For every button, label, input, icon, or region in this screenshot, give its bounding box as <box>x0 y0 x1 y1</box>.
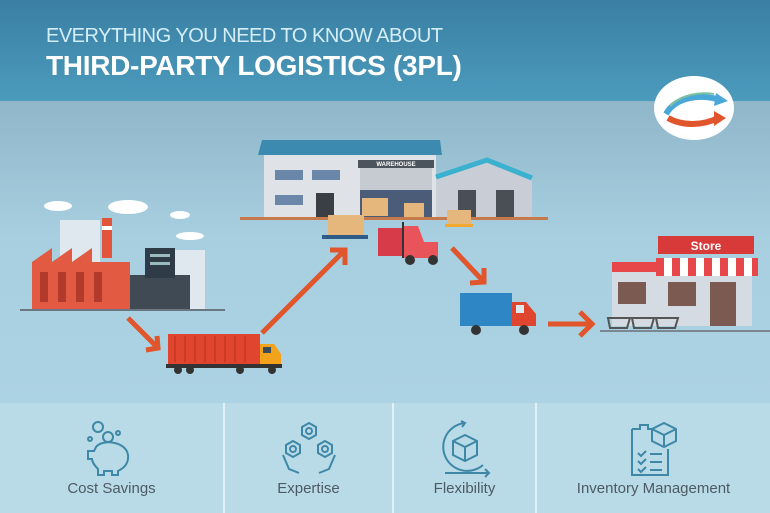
subtitle: EVERYTHING YOU NEED TO KNOW ABOUT <box>46 25 443 47</box>
feature-inventory-management: Inventory Management <box>537 403 770 513</box>
logistics-flow-scene: WAREHOUSE Store <box>0 101 770 403</box>
feature-label: Flexibility <box>433 480 496 497</box>
factory-illustration <box>20 200 225 311</box>
page-title: THIRD-PARTY LOGISTICS (3PL) <box>46 50 462 81</box>
feature-flexibility: Flexibility <box>394 403 537 513</box>
store-illustration: Store <box>600 236 770 332</box>
flow-arrows <box>126 246 596 353</box>
delivery-truck <box>460 293 536 335</box>
header-banner: EVERYTHING YOU NEED TO KNOW ABOUT THIRD-… <box>0 0 770 101</box>
warehouse-illustration: WAREHOUSE <box>240 140 548 265</box>
feature-label: Inventory Management <box>576 480 731 497</box>
store-sign: Store <box>691 239 722 253</box>
piggy-bank-icon <box>86 421 129 476</box>
feature-label: Cost Savings <box>67 480 156 497</box>
container-truck <box>166 334 282 374</box>
feature-cost-savings: Cost Savings <box>0 403 225 513</box>
gears-hands-icon <box>281 421 336 474</box>
feature-expertise: Expertise <box>225 403 394 513</box>
benefits-bar: Cost Savings Expertise Flexibility Inven… <box>0 403 770 513</box>
feature-label: Expertise <box>277 480 340 497</box>
clipboard-box-icon <box>630 421 677 476</box>
box-cycle-icon <box>441 420 490 478</box>
logo <box>654 76 734 140</box>
warehouse-sign: WAREHOUSE <box>376 162 415 168</box>
